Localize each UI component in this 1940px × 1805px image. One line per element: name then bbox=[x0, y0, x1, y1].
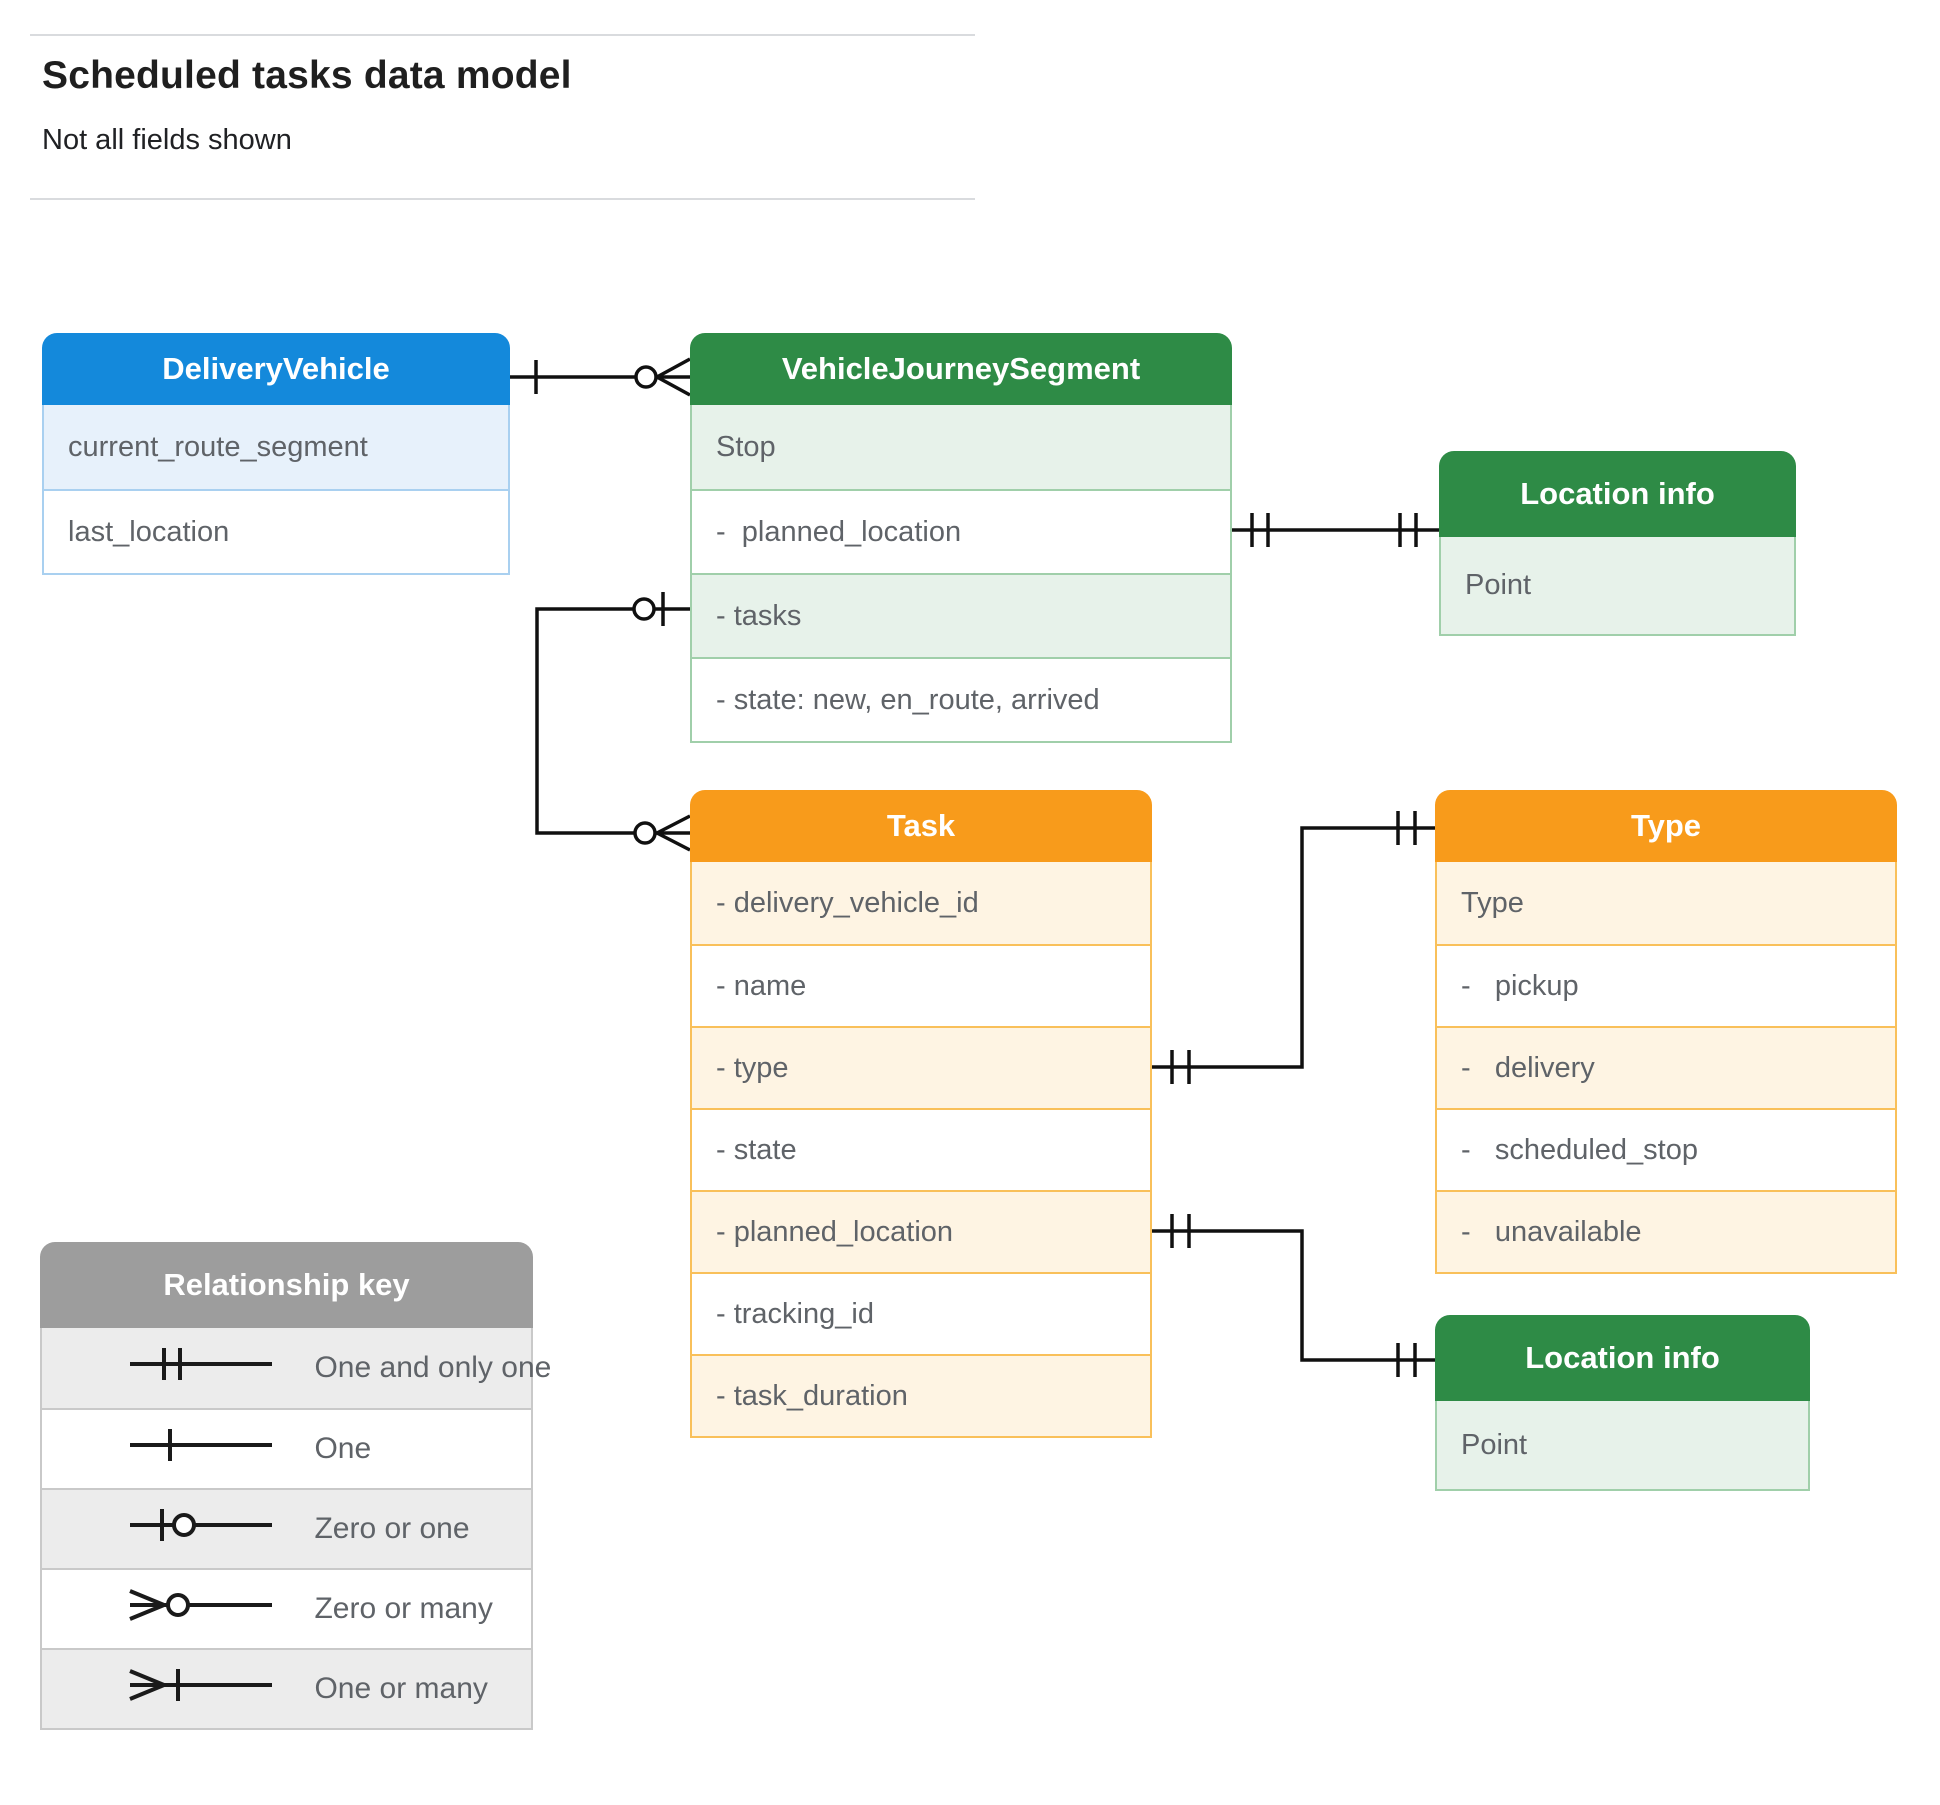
entity-task-header: Task bbox=[690, 790, 1152, 862]
entity-type-body: Type - pickup - delivery - scheduled_sto… bbox=[1435, 862, 1897, 1274]
entity-location-info-bottom: Location info Point bbox=[1435, 1315, 1810, 1491]
legend-label: One bbox=[314, 1432, 372, 1465]
relationship-key: Relationship key One and only one One Ze… bbox=[40, 1242, 551, 1730]
field-type: - type bbox=[692, 1026, 1150, 1108]
relationship-key-body: One and only one One Zero or one Zero or… bbox=[40, 1328, 551, 1730]
field-state: - state bbox=[692, 1108, 1150, 1190]
page-title: Scheduled tasks data model bbox=[42, 54, 572, 97]
field-last-location: last_location bbox=[44, 489, 508, 573]
legend-row-one-and-only-one: One and only one bbox=[42, 1328, 551, 1408]
field-point: Point bbox=[1441, 537, 1794, 634]
entity-location-info-top-header: Location info bbox=[1439, 451, 1796, 537]
legend-label: Zero or one bbox=[314, 1512, 470, 1545]
entity-vehicle-journey-segment-header: VehicleJourneySegment bbox=[690, 333, 1232, 405]
field-stop: Stop bbox=[692, 405, 1230, 489]
field-type-label: Type bbox=[1437, 862, 1895, 944]
zero-or-one-icon bbox=[56, 1470, 282, 1588]
field-pickup: - pickup bbox=[1437, 944, 1895, 1026]
connector-tasks-task bbox=[535, 592, 691, 852]
legend-row-one-or-many: One or many bbox=[42, 1648, 531, 1728]
legend-label: One and only one bbox=[314, 1351, 552, 1384]
entity-task: Task - delivery_vehicle_id - name - type… bbox=[690, 790, 1152, 1438]
entity-location-info-top: Location info Point bbox=[1439, 451, 1796, 636]
entity-type: Type Type - pickup - delivery - schedule… bbox=[1435, 790, 1897, 1274]
top-divider bbox=[30, 34, 975, 36]
connector-plannedlocation-locationinfo-top bbox=[1232, 513, 1439, 547]
field-task-duration: - task_duration bbox=[692, 1354, 1150, 1436]
field-unavailable: - unavailable bbox=[1437, 1190, 1895, 1272]
field-delivery: - delivery bbox=[1437, 1026, 1895, 1108]
entity-type-header: Type bbox=[1435, 790, 1897, 862]
legend-label: Zero or many bbox=[314, 1592, 493, 1625]
legend-label: One or many bbox=[314, 1672, 488, 1705]
header-divider bbox=[30, 198, 975, 200]
one-icon bbox=[56, 1390, 282, 1508]
entity-location-info-bottom-body: Point bbox=[1435, 1401, 1810, 1491]
page-subtitle: Not all fields shown bbox=[42, 124, 292, 156]
connector-deliveryvehicle-vehiclejourneysegment bbox=[510, 357, 691, 397]
entity-task-body: - delivery_vehicle_id - name - type - st… bbox=[690, 862, 1152, 1438]
legend-row-zero-or-many: Zero or many bbox=[42, 1568, 531, 1648]
entity-delivery-vehicle: DeliveryVehicle current_route_segment la… bbox=[42, 333, 510, 575]
field-planned-location: - planned_location bbox=[692, 489, 1230, 573]
entity-vehicle-journey-segment-body: Stop - planned_location - tasks - state:… bbox=[690, 405, 1232, 743]
entity-location-info-top-body: Point bbox=[1439, 537, 1796, 636]
field-current-route-segment: current_route_segment bbox=[44, 405, 508, 489]
connector-type-type-entity bbox=[1152, 811, 1435, 1084]
relationship-key-header: Relationship key bbox=[40, 1242, 533, 1328]
zero-or-many-icon bbox=[56, 1550, 282, 1668]
one-and-only-one-icon bbox=[56, 1309, 282, 1427]
field-state: - state: new, en_route, arrived bbox=[692, 657, 1230, 741]
field-scheduled-stop: - scheduled_stop bbox=[1437, 1108, 1895, 1190]
entity-vehicle-journey-segment: VehicleJourneySegment Stop - planned_loc… bbox=[690, 333, 1232, 743]
field-tasks: - tasks bbox=[692, 573, 1230, 657]
field-planned-location: - planned_location bbox=[692, 1190, 1150, 1272]
field-delivery-vehicle-id: - delivery_vehicle_id bbox=[692, 862, 1150, 944]
one-or-many-icon bbox=[56, 1630, 282, 1748]
legend-row-zero-or-one: Zero or one bbox=[42, 1488, 531, 1568]
field-name: - name bbox=[692, 944, 1150, 1026]
connector-plannedlocation-locationinfo-bottom bbox=[1152, 1214, 1435, 1377]
field-tracking-id: - tracking_id bbox=[692, 1272, 1150, 1354]
field-point: Point bbox=[1437, 1401, 1808, 1489]
legend-row-one: One bbox=[42, 1408, 531, 1488]
entity-location-info-bottom-header: Location info bbox=[1435, 1315, 1810, 1401]
entity-delivery-vehicle-body: current_route_segment last_location bbox=[42, 405, 510, 575]
entity-delivery-vehicle-header: DeliveryVehicle bbox=[42, 333, 510, 405]
